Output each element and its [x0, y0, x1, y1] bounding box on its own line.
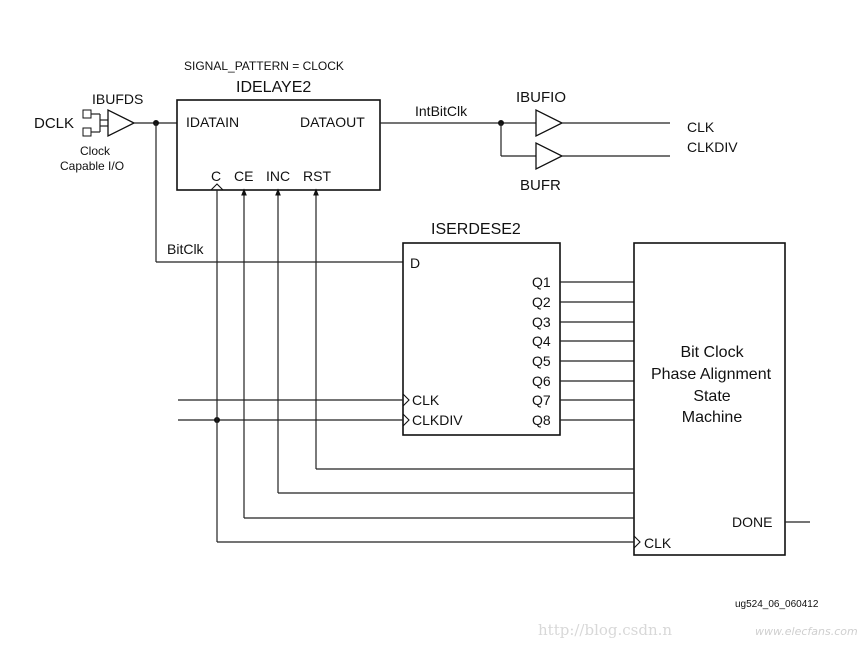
iserdes-q3-port: Q3 [532, 314, 551, 330]
idelay-title: IDELAYE2 [236, 79, 311, 96]
idelay-inc-port: INC [266, 168, 290, 184]
clkdiv-output-label: CLKDIV [687, 139, 738, 155]
iserdes-q2-port: Q2 [532, 294, 551, 310]
bufr-symbol [535, 141, 564, 171]
idelay-rst-port: RST [303, 168, 331, 184]
state-machine-line4: Machine [682, 409, 743, 426]
watermark-site: www.elecfans.com [755, 625, 858, 638]
iserdes-clk-port: CLK [412, 392, 440, 408]
clock-capable-label-2: Capable I/O [60, 159, 124, 173]
iserdes-q4-port: Q4 [532, 333, 551, 349]
idelay-clock-caret [210, 183, 224, 191]
bufr-label: BUFR [520, 177, 561, 194]
ibufds-symbol [107, 108, 136, 138]
iserdes-q7-port: Q7 [532, 392, 551, 408]
state-machine-line2: Phase Alignment [651, 366, 772, 383]
iserdes-clkdiv-port: CLKDIV [412, 412, 463, 428]
iserdes-q8-port: Q8 [532, 412, 551, 428]
iserdes-clkdiv-caret [402, 413, 410, 427]
figure-id: ug524_06_060412 [735, 599, 819, 610]
iserdes-q1-port: Q1 [532, 274, 551, 290]
state-machine-done-port: DONE [732, 514, 772, 530]
watermark-url: http://blog.csdn.n [538, 621, 672, 639]
idelay-ce-port: CE [234, 168, 253, 184]
bitclk-label: BitClk [167, 241, 205, 257]
idelay-dataout-port: DATAOUT [300, 114, 365, 130]
intbitclk-label: IntBitClk [415, 103, 468, 119]
input-pad-p [82, 109, 92, 119]
iserdes-title: ISERDESE2 [431, 221, 521, 238]
dclk-label: DCLK [34, 115, 74, 132]
signal-pattern-label: SIGNAL_PATTERN = CLOCK [184, 59, 344, 73]
idelay-c-port: C [211, 168, 221, 184]
iserdes-d-port: D [410, 255, 420, 271]
iserdese2-block [402, 242, 561, 436]
state-machine-line3: State [693, 388, 730, 405]
ibufio-symbol [535, 108, 564, 138]
state-machine-clk-caret [633, 535, 641, 549]
ibufio-label: IBUFIO [516, 89, 566, 106]
input-pad-n [82, 127, 92, 137]
state-machine-clk-port: CLK [644, 535, 672, 551]
iserdes-q5-port: Q5 [532, 353, 551, 369]
state-machine-line1: Bit Clock [680, 344, 744, 361]
idelay-idatain-port: IDATAIN [186, 114, 239, 130]
iserdes-clk-caret [402, 393, 410, 407]
state-machine-block [633, 242, 786, 556]
ibufds-label: IBUFDS [92, 91, 143, 107]
clock-capable-label-1: Clock [80, 144, 111, 158]
clk-output-label: CLK [687, 119, 715, 135]
iserdes-q6-port: Q6 [532, 373, 551, 389]
